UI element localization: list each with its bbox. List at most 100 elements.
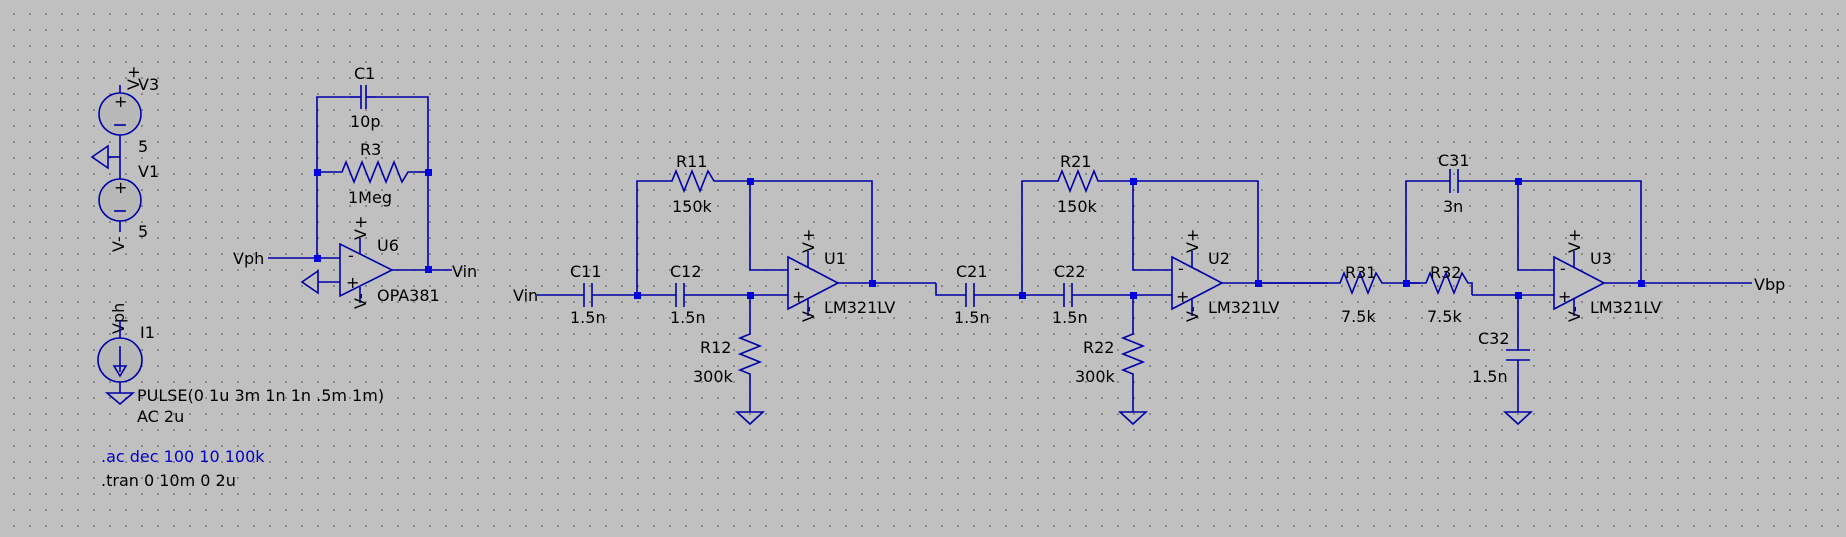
v3-pin-label: V+ [124,66,143,90]
ground-symbol [1502,411,1534,426]
capacitor-c11[interactable]: C11 1.5n [570,262,606,327]
r21-name: R21 [1060,152,1091,171]
u3-minus-pin: - [1560,259,1566,278]
u6-minus-pin: - [348,246,354,265]
capacitor-c12[interactable]: C12 1.5n [670,262,706,327]
resistor-r12[interactable]: R12 300k [693,328,763,386]
u1-name: U1 [824,249,846,268]
u3-vplus-pin: V+ [1565,229,1584,253]
r31-name: R31 [1345,263,1376,282]
u2-vminus-pin: V- [1183,306,1202,322]
r11-value: 150k [672,197,713,216]
u3-vminus-pin: V- [1565,306,1584,322]
capacitor-c32[interactable]: C32 1.5n [1472,329,1530,386]
voltage-source-v1[interactable]: + V- V1 5 [98,162,159,252]
c12-value: 1.5n [670,308,706,327]
capacitor-c31[interactable]: C31 3n [1438,151,1470,216]
resistor-r32[interactable]: R32 7.5k [1420,263,1473,326]
r32-name: R32 [1430,263,1461,282]
opamp-u2[interactable]: - + V+ V- U2 LM321LV [1171,229,1279,322]
r22-value: 300k [1075,367,1116,386]
vbp-net-label: Vbp [1754,275,1785,294]
u3-plus-pin: + [1558,287,1571,306]
r32-value: 7.5k [1427,307,1462,326]
c1-name: C1 [354,64,375,83]
r3-name: R3 [360,140,381,159]
resistor-r21[interactable]: R21 150k [1054,152,1102,216]
u6-vplus-pin: V+ [351,216,370,240]
tia-wiring [268,96,452,283]
u1-vminus-pin: V- [799,306,818,322]
ground-symbol [734,411,766,426]
u2-minus-pin: - [1178,259,1184,278]
resistor-r31[interactable]: R31 7.5k [1334,263,1388,326]
u1-minus-pin: - [794,259,800,278]
c22-value: 1.5n [1052,308,1088,327]
ground-symbol [300,269,319,295]
resistor-r11[interactable]: R11 150k [668,152,718,216]
u1-model: LM321LV [824,298,895,317]
u1-vplus-pin: V+ [799,229,818,253]
capacitor-c21[interactable]: C21 1.5n [954,262,990,327]
v1-pin-label: V- [109,236,128,252]
opamp-u1[interactable]: - + V+ V- U1 LM321LV [787,229,895,322]
i1-name: I1 [140,323,155,342]
u2-vplus-pin: V+ [1183,229,1202,253]
tran-directive[interactable]: .tran 0 10m 0 2u [101,471,236,490]
opamp-u3[interactable]: - + V+ V- U3 LM321LV [1553,229,1661,322]
u6-plus-pin: + [346,273,359,292]
v3-name: V3 [138,75,159,94]
r11-name: R11 [676,152,707,171]
ground-symbol [90,144,120,170]
junction-dots [314,169,1645,299]
c1-value: 10p [350,112,381,131]
c32-value: 1.5n [1472,367,1508,386]
opamp-u6[interactable]: - + V+ V- U6 OPA381 [339,216,440,309]
plus-sign: + [114,178,127,197]
v1-value: 5 [138,222,148,241]
u6-vminus-pin: V- [351,293,370,309]
c21-value: 1.5n [954,308,990,327]
u2-plus-pin: + [1176,287,1189,306]
u3-name: U3 [1590,249,1612,268]
current-source-i1[interactable]: Vph I1 PULSE(0 1u 3m 1n 1n .5m 1m) AC 2u [97,303,384,426]
c31-name: C31 [1438,151,1470,170]
u6-name: U6 [377,236,399,255]
v3-value: 5 [138,137,148,156]
c21-name: C21 [956,262,988,281]
resistor-r22[interactable]: R22 300k [1075,328,1146,386]
i1-pulse-value: PULSE(0 1u 3m 1n 1n .5m 1m) [137,386,384,405]
v1-name: V1 [138,162,159,181]
r31-value: 7.5k [1341,307,1376,326]
c12-name: C12 [670,262,702,281]
voltage-source-v3[interactable]: + V+ V3 5 [98,66,159,156]
r21-value: 150k [1057,197,1098,216]
u2-name: U2 [1208,249,1230,268]
i1-pin-label: Vph [109,303,128,334]
capacitor-c1[interactable]: C1 10p [350,64,381,131]
vph-net-label: Vph [233,249,264,268]
c11-name: C11 [570,262,602,281]
r12-name: R12 [700,338,731,357]
c11-value: 1.5n [570,308,606,327]
c31-value: 3n [1443,197,1463,216]
u3-model: LM321LV [1590,298,1661,317]
u6-model: OPA381 [377,286,440,305]
c22-name: C22 [1054,262,1086,281]
vin-net-label: Vin [513,286,538,305]
r12-value: 300k [693,367,734,386]
r3-value: 1Meg [348,188,392,207]
ground-symbol [1117,411,1149,426]
ac-directive[interactable]: .ac dec 100 10 100k [101,447,265,466]
u2-model: LM321LV [1208,298,1279,317]
plus-sign: + [114,92,127,111]
resistor-r3[interactable]: R3 1Meg [336,140,418,207]
stage1-wiring [537,180,936,412]
capacitor-c22[interactable]: C22 1.5n [1052,262,1088,327]
u1-plus-pin: + [792,287,805,306]
vin-net-label: Vin [452,262,477,281]
i1-ac-value: AC 2u [137,407,184,426]
c32-name: C32 [1478,329,1510,348]
r22-name: R22 [1083,338,1114,357]
